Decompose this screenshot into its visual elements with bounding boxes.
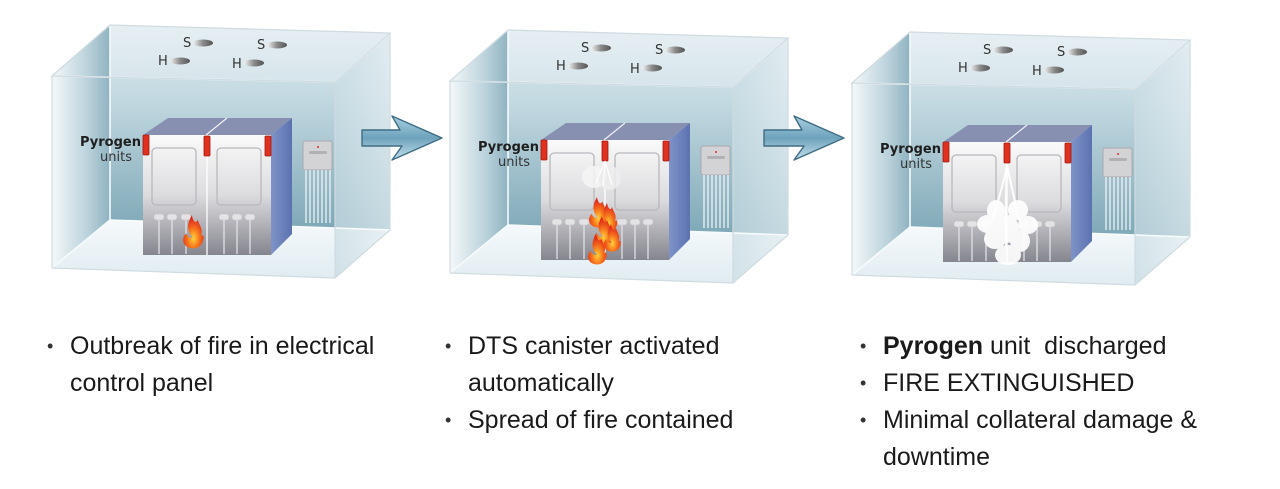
discharge-cloud-icon	[977, 164, 1038, 265]
diagram-illustration: S S H H	[51, 24, 1191, 286]
caption-item-bold: Pyrogen	[883, 332, 984, 360]
caption-item: Spread of fire contained	[443, 402, 773, 439]
caption-activation: DTS canister activated automatically Spr…	[443, 328, 773, 439]
caption-item: Pyrogen unit discharged	[858, 328, 1258, 365]
panel-outbreak	[51, 24, 391, 279]
caption-item: Minimal collateral damage & downtime	[858, 402, 1258, 476]
discharge-cloud-icon	[582, 160, 621, 190]
caption-extinguished: Pyrogen unit discharged FIRE EXTINGUISHE…	[858, 328, 1258, 476]
caption-outbreak: Outbreak of fire in electrical control p…	[45, 328, 425, 402]
panel-activation	[449, 29, 789, 284]
caption-item: DTS canister activated automatically	[443, 328, 773, 402]
panel-extinguished	[851, 31, 1191, 286]
caption-item: Outbreak of fire in electrical control p…	[45, 328, 425, 402]
caption-item: FIRE EXTINGUISHED	[858, 365, 1258, 402]
